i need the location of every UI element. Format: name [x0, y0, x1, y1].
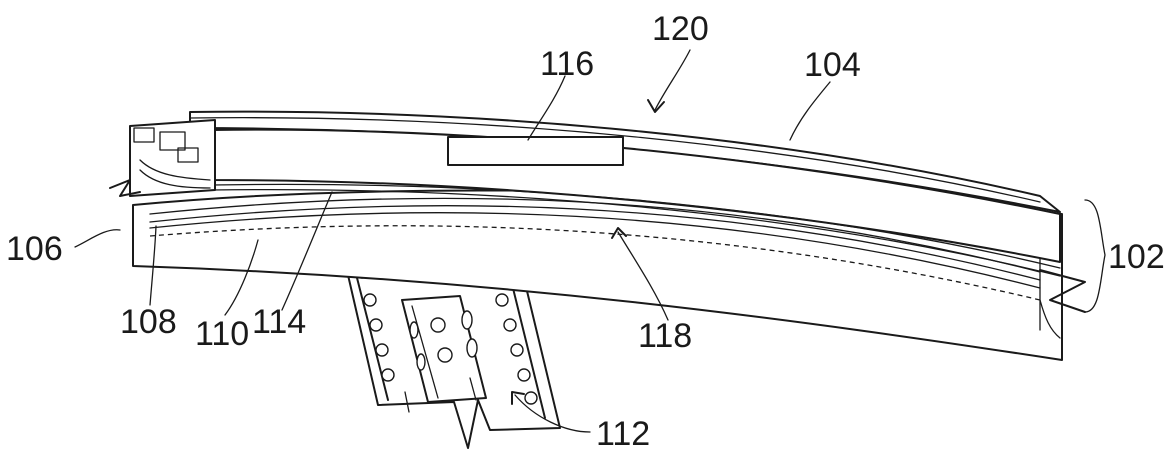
- reference-labels: 120 116 104 106 102 108 110 114 118 112: [6, 10, 1165, 453]
- upper-cover: [189, 110, 1061, 277]
- label-102: 102: [1108, 238, 1165, 276]
- label-108: 108: [120, 303, 177, 341]
- end-cap: [109, 119, 216, 197]
- component-116: [447, 136, 624, 166]
- label-116: 116: [540, 45, 594, 83]
- label-118: 118: [638, 317, 692, 355]
- label-112: 112: [596, 415, 650, 453]
- label-106: 106: [6, 230, 63, 268]
- label-110: 110: [195, 315, 249, 353]
- label-120: 120: [652, 10, 709, 48]
- label-104: 104: [804, 46, 861, 84]
- label-114: 114: [252, 303, 306, 341]
- break-line-right: [1039, 269, 1086, 313]
- leaders: [74, 49, 1106, 433]
